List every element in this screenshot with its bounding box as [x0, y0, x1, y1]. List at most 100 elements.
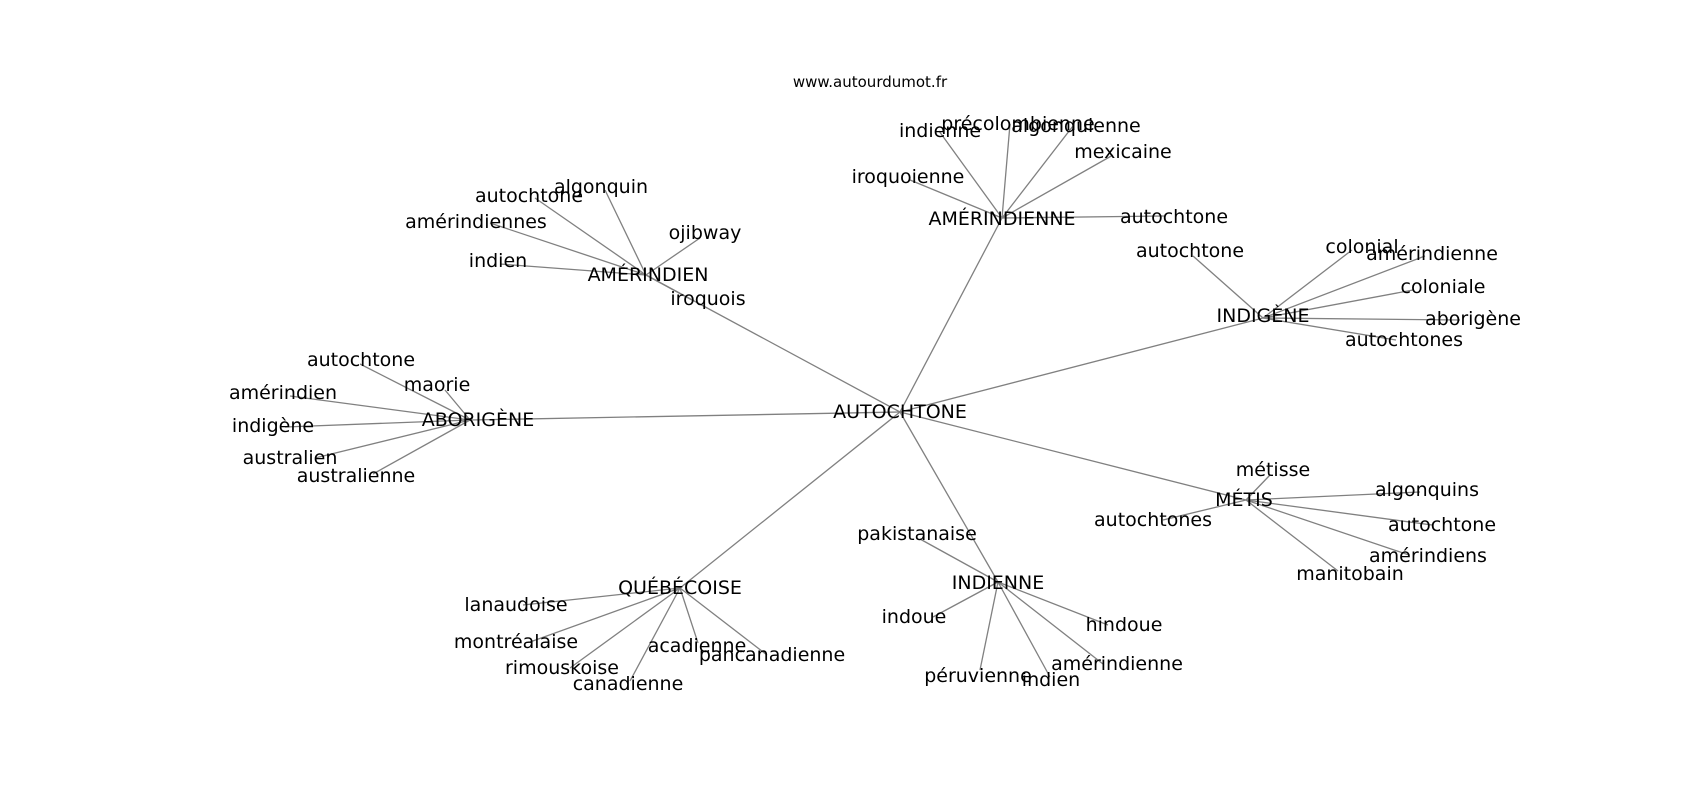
leaf-node[interactable]: montréalaise [454, 631, 578, 653]
edge-hub-3-leaf-4 [314, 419, 471, 459]
edge-root-hub-6 [679, 411, 901, 589]
leaf-node[interactable]: autochtones [1345, 329, 1463, 351]
leaf-node[interactable]: manitobain [1296, 563, 1404, 585]
edge-hub-3-leaf-0 [359, 363, 471, 421]
leaf-node[interactable]: algonquins [1375, 479, 1479, 501]
edge-hub-0-leaf-3 [1001, 154, 1114, 219]
leaf-node[interactable]: aborigène [1425, 308, 1521, 330]
edge-root-hub-4 [899, 411, 1247, 501]
edge-hub-3-leaf-5 [372, 419, 471, 475]
leaf-node[interactable]: canadienne [573, 673, 684, 695]
leaf-node[interactable]: pancanadienne [699, 644, 845, 666]
leaf-node[interactable]: amérindienne [1366, 243, 1498, 265]
leaf-node[interactable]: lanaudoise [464, 594, 567, 616]
site-url[interactable]: www.autourdumot.fr [792, 73, 948, 91]
edge-hub-2-leaf-5 [1262, 317, 1397, 341]
leaf-node[interactable]: indien [1022, 669, 1080, 691]
edges [284, 123, 1461, 682]
leaf-node[interactable]: ojibway [669, 222, 742, 244]
edge-hub-6-leaf-3 [679, 587, 768, 656]
edge-hub-4-leaf-1 [1245, 491, 1421, 501]
edge-hub-5-leaf-0 [919, 538, 999, 583]
leaf-node[interactable]: pakistanaise [857, 523, 977, 545]
hub-node[interactable]: AMÉRINDIEN [588, 263, 709, 286]
edge-hub-5-leaf-2 [997, 581, 1109, 626]
leaf-node[interactable]: mexicaine [1074, 141, 1172, 163]
edge-hub-2-leaf-0 [1192, 255, 1264, 319]
leaf-node[interactable]: iroquois [670, 288, 745, 310]
leaf-node[interactable]: péruvienne [924, 665, 1032, 687]
leaf-node[interactable]: indienne [899, 120, 981, 142]
leaf-node[interactable]: hindoue [1086, 614, 1163, 636]
edge-hub-6-leaf-1 [529, 587, 681, 643]
hub-node[interactable]: QUÉBÉCOISE [618, 576, 742, 599]
leaf-node[interactable]: précolombienne [941, 113, 1094, 135]
edge-hub-2-leaf-2 [1262, 255, 1426, 319]
hub-node[interactable]: ABORIGÈNE [422, 408, 534, 431]
edge-hub-5-leaf-1 [932, 581, 999, 618]
edge-hub-4-leaf-5 [1245, 499, 1339, 572]
edge-hub-1-leaf-2 [489, 222, 647, 276]
leaf-node[interactable]: autochtone [475, 185, 583, 207]
leaf-node[interactable]: autochtone [1388, 514, 1496, 536]
leaf-node[interactable]: coloniale [1401, 276, 1486, 298]
edge-hub-4-leaf-3 [1245, 499, 1433, 526]
edge-root-hub-3 [469, 411, 901, 421]
leaf-node[interactable]: autochtone [1136, 240, 1244, 262]
leaf-node[interactable]: autochtones [1094, 509, 1212, 531]
edge-hub-1-leaf-1 [534, 197, 647, 276]
leaf-node[interactable]: australienne [297, 465, 416, 487]
edge-hub-5-leaf-4 [979, 581, 999, 671]
edge-hub-6-leaf-4 [569, 587, 681, 669]
leaf-node[interactable]: amérindien [229, 382, 337, 404]
edge-hub-4-leaf-0 [1245, 474, 1271, 501]
edge-hub-0-leaf-0 [1001, 123, 1011, 219]
hub-node[interactable]: INDIGÈNE [1217, 304, 1310, 327]
leaf-node[interactable]: amérindienne [1051, 653, 1183, 675]
edge-hub-0-leaf-4 [909, 179, 1003, 219]
edge-hub-2-leaf-3 [1262, 289, 1414, 319]
hub-node[interactable]: AMÉRINDIENNE [928, 207, 1075, 230]
leaf-node[interactable]: indien [469, 250, 527, 272]
leaf-node[interactable]: australien [243, 447, 338, 469]
edge-hub-5-leaf-5 [997, 581, 1051, 678]
edge-root-hub-5 [899, 411, 999, 583]
leaf-node[interactable]: amérindiennes [405, 211, 547, 233]
edge-hub-1-leaf-0 [604, 189, 647, 276]
leaf-node[interactable]: maorie [404, 374, 471, 396]
edge-hub-2-leaf-4 [1262, 317, 1461, 321]
edge-hub-6-leaf-2 [679, 587, 699, 644]
hub-node[interactable]: INDIENNE [952, 572, 1045, 594]
leaf-node[interactable]: algonquienne [1011, 115, 1141, 137]
leaf-node[interactable]: colonial [1325, 236, 1398, 258]
edge-root-hub-0 [899, 217, 1003, 413]
leaf-node[interactable]: indoue [882, 606, 947, 628]
hub-node[interactable]: MÉTIS [1215, 488, 1273, 511]
edge-hub-2-leaf-1 [1262, 249, 1353, 319]
edge-root-hub-2 [899, 317, 1264, 413]
root-node[interactable]: AUTOCHTONE [833, 401, 967, 423]
edge-hub-3-leaf-2 [289, 395, 471, 421]
edge-hub-3-leaf-1 [444, 389, 471, 421]
leaf-node[interactable]: indigène [232, 415, 314, 437]
edge-hub-6-leaf-5 [629, 587, 681, 682]
leaf-node[interactable]: rimouskoise [505, 657, 619, 679]
edge-hub-1-leaf-4 [499, 263, 647, 276]
edge-hub-4-leaf-4 [1245, 499, 1410, 556]
edge-hub-0-leaf-1 [1001, 125, 1074, 219]
edge-hub-1-leaf-3 [645, 237, 701, 276]
edge-hub-5-leaf-3 [997, 581, 1104, 665]
edge-hub-4-leaf-2 [1162, 499, 1247, 521]
leaf-node[interactable]: autochtone [1120, 206, 1228, 228]
edge-hub-0-leaf-2 [938, 130, 1003, 219]
leaf-node[interactable]: algonquin [554, 176, 648, 198]
edge-hub-6-leaf-0 [522, 587, 681, 606]
edge-hub-3-leaf-3 [284, 419, 471, 428]
leaf-node[interactable]: amérindiens [1369, 545, 1487, 567]
leaf-node[interactable]: autochtone [307, 349, 415, 371]
leaf-node[interactable]: acadienne [648, 635, 747, 657]
leaf-node[interactable]: iroquoienne [852, 166, 965, 188]
leaf-node[interactable]: métisse [1236, 459, 1310, 481]
